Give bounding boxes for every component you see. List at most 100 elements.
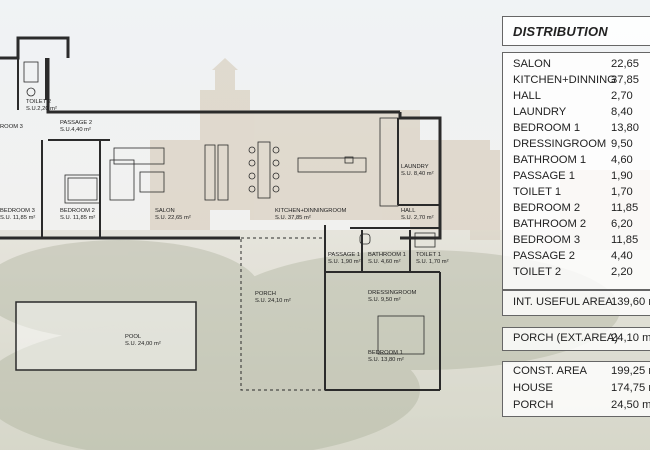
outer-walls [0,36,442,240]
label-toilet2: TOILET 2 [26,99,51,105]
label-bedroom2: BEDROOM 2 [60,208,95,214]
porch-ext-name: PORCH (EXT.AREA) [513,332,619,344]
label-porch: PORCH [255,291,276,297]
totals-value: 24,50 m [611,399,650,411]
useful-area-name: INT. USEFUL AREA [513,296,613,308]
dist-row-value: 2,20 [611,266,633,278]
dist-row: BATHROOM 1 4,60 [513,154,650,170]
label-dressingroom-area: S.U. 9,50 m² [368,297,401,303]
dist-row: BEDROOM 3 11,85 [513,234,650,250]
dist-row-name: BEDROOM 2 [513,202,581,214]
label-kitchen-area: S.U. 37,85 m² [275,215,311,221]
pool-outline [15,301,197,371]
label-laundry-area: S.U. 8,40 m² [401,171,434,177]
dist-row: BEDROOM 2 11,85 [513,202,650,218]
dist-row: PASSAGE 2 4,40 [513,250,650,266]
totals-name: PORCH [513,399,554,411]
label-passage1: PASSAGE 1 [328,252,360,258]
dist-row-value: 11,85 [611,234,639,246]
totals-name: HOUSE [513,382,553,394]
dist-row-name: LAUNDRY [513,106,567,118]
dist-row-name: TOILET 2 [513,266,562,278]
dist-row-name: BEDROOM 1 [513,122,581,134]
label-hall-area: S.U. 2,70 m² [401,215,434,221]
dist-row-value: 8,40 [611,106,633,118]
porch-ext-box: PORCH (EXT.AREA)24,10 m [502,327,650,351]
dist-row: LAUNDRY 8,40 [513,106,650,122]
dist-row-name: SALON [513,58,551,70]
label-salon: SALON [155,208,175,214]
dist-row-value: 11,85 [611,202,639,214]
totals-name: CONST. AREA [513,365,587,377]
porch-ext-row: PORCH (EXT.AREA)24,10 m [513,332,650,348]
label-passage2: PASSAGE 2 [60,120,92,126]
label-bathroom1-area: S.U. 4,60 m² [368,259,401,265]
dist-row-name: TOILET 1 [513,186,562,198]
furniture [23,61,436,355]
totals-row: PORCH 24,50 m [513,399,650,415]
dist-row: SALON 22,65 [513,58,650,74]
totals-box: CONST. AREA 199,25 m HOUSE 174,75 m PORCH 2… [502,361,650,417]
dist-row: HALL 2,70 [513,90,650,106]
label-bedroom2-area: S.U. 11,85 m² [60,215,95,221]
label-porch-area: S.U. 24,10 m² [255,298,291,304]
dist-row: BATHROOM 2 6,20 [513,218,650,234]
dist-row-value: 1,90 [611,170,633,182]
label-pool-area: S.U. 24,00 m² [125,341,161,347]
dist-row-name: DRESSINGROOM [513,138,607,150]
dist-row-name: PASSAGE 2 [513,250,575,262]
porch-outline [240,237,326,391]
totals-row: HOUSE 174,75 m [513,382,650,398]
label-passage2-area: S.U.4,40 m² [60,127,91,133]
label-toilet2-area: S.U.2,20 m² [26,106,57,112]
dist-row-name: PASSAGE 1 [513,170,575,182]
dist-row-value: 4,60 [611,154,633,166]
label-toilet1-area: S.U. 1,70 m² [416,259,449,265]
dist-row-value: 4,40 [611,250,633,262]
label-bedroom3: BEDROOM 3 [0,208,35,214]
dist-row: DRESSINGROOM 9,50 [513,138,650,154]
label-salon-area: S.U. 22,65 m² [155,215,191,221]
label-bedroom1-area: S.U. 13,80 m² [368,357,404,363]
dist-row-value: 6,20 [611,218,633,230]
dist-row-value: 13,80 [611,122,639,134]
dist-row-name: BEDROOM 3 [513,234,581,246]
dist-row-name: BATHROOM 2 [513,218,587,230]
label-dressingroom: DRESSINGROOM [368,290,416,296]
porch-ext-value: 24,10 m [611,332,650,344]
totals-value: 199,25 m [611,365,650,377]
label-bedroom1: BEDROOM 1 [368,350,403,356]
dist-row-name: BATHROOM 1 [513,154,587,166]
dist-row-name: KITCHEN+DINNING [513,74,616,86]
dist-row-value: 9,50 [611,138,633,150]
dist-row: BEDROOM 1 13,80 [513,122,650,138]
label-kitchen: KITCHEN+DINNINGROOM [275,208,347,214]
label-room3-partial: ROOM 3 [0,124,23,130]
label-laundry: LAUNDRY [401,164,429,170]
dist-row-value: 37,85 [611,74,639,86]
dist-row: PASSAGE 1 1,90 [513,170,650,186]
totals-row: CONST. AREA 199,25 m [513,365,650,381]
dist-row-name: HALL [513,90,541,102]
dist-row-value: 2,70 [611,90,633,102]
label-pool: POOL [125,334,142,340]
dist-row: TOILET 2 2,20 [513,266,650,282]
label-hall: HALL [401,208,416,214]
label-toilet1: TOILET 1 [416,252,441,258]
label-passage1-area: S.U. 1,90 m² [328,259,361,265]
distribution-title: DISTRIBUTION [513,24,608,39]
dist-row: TOILET 1 1,70 [513,186,650,202]
totals-value: 174,75 m [611,382,650,394]
useful-area-value: 139,60 m [611,296,650,308]
label-bathroom1: BATHROOM 1 [368,252,406,258]
dist-row-value: 22,65 [611,58,639,70]
room-labels: TOILET 2 S.U.2,20 m² ROOM 3 PASSAGE 2 S.… [0,99,449,363]
dist-row-value: 1,70 [611,186,633,198]
distribution-title-box: DISTRIBUTION [502,16,650,46]
label-bedroom3-area: S.U. 11,85 m² [0,215,35,221]
